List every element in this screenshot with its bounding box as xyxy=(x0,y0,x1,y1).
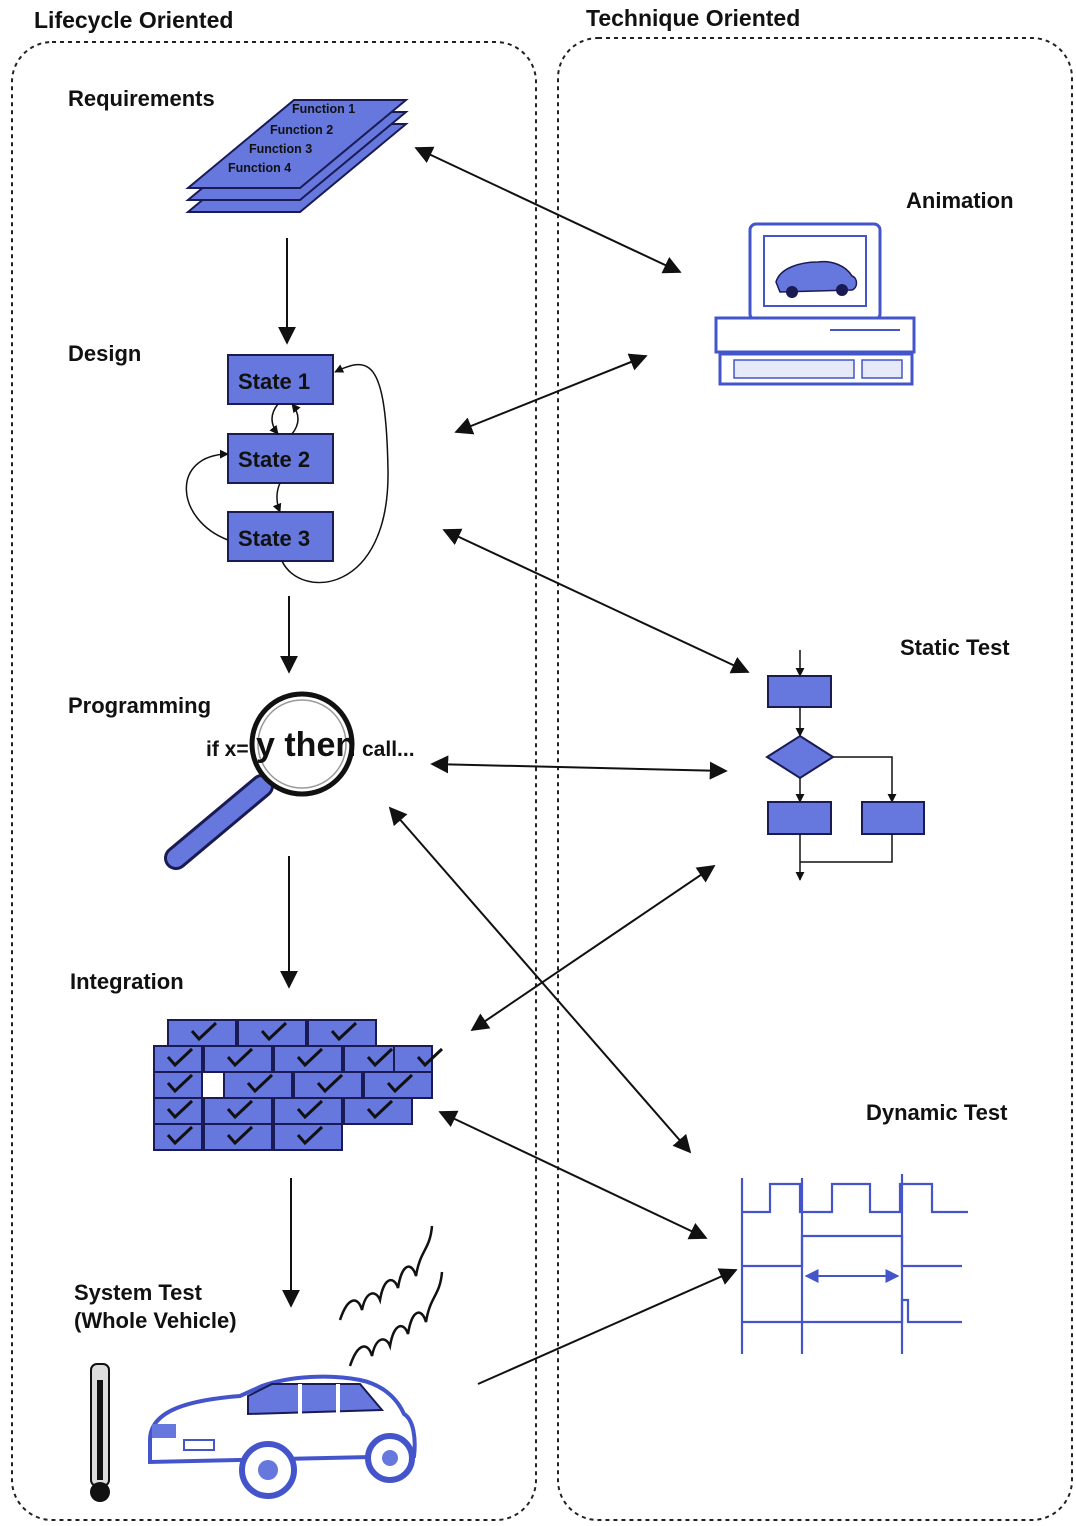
code-suffix-text: call... xyxy=(362,738,415,761)
thermometer-icon xyxy=(90,1363,110,1502)
function-4-label: Function 4 xyxy=(228,161,291,175)
arrow-system-dynamic-test xyxy=(477,1268,738,1385)
car-icon xyxy=(148,1374,417,1499)
flowchart-icon xyxy=(765,650,925,881)
timing-diagram-icon xyxy=(740,1174,968,1354)
connector-arrows xyxy=(388,146,750,1385)
function-2-label: Function 2 xyxy=(270,123,333,137)
technique-panel xyxy=(557,37,1073,1521)
state-2-label: State 2 xyxy=(238,447,310,472)
lifecycle-heading: Lifecycle Oriented xyxy=(34,7,233,33)
magnifier-icon xyxy=(164,691,355,870)
brick-wall-icon xyxy=(153,1019,444,1151)
vibration-waves-icon xyxy=(338,1225,444,1367)
state-machine xyxy=(185,354,389,584)
requirements-label: Requirements xyxy=(68,86,215,111)
technique-heading: Technique Oriented xyxy=(586,5,800,31)
arrow-requirements-animation xyxy=(414,146,682,274)
requirements-sheets-icon xyxy=(185,99,409,213)
dynamic-test-label: Dynamic Test xyxy=(866,1100,1008,1125)
state-1-box xyxy=(227,354,334,405)
arrow-programming-static-test xyxy=(430,755,728,780)
design-label: Design xyxy=(68,341,141,366)
programming-label: Programming xyxy=(68,693,211,718)
arrow-integration-dynamic-test xyxy=(438,1110,708,1240)
arrow-design-static-test xyxy=(442,528,750,674)
system-test-label: System Test xyxy=(74,1280,203,1305)
function-1-label: Function 1 xyxy=(292,102,355,116)
arrow-integration-static-test xyxy=(470,864,716,1032)
code-prefix-text: if x= xyxy=(206,738,249,761)
arrow-design-animation xyxy=(454,353,648,435)
computer-icon xyxy=(714,222,916,386)
code-magnified-text: y then xyxy=(256,726,356,764)
state-3-label: State 3 xyxy=(238,526,310,551)
system-test-sublabel: (Whole Vehicle) xyxy=(74,1308,237,1333)
static-test-label: Static Test xyxy=(900,635,1010,660)
state-1-label: State 1 xyxy=(238,369,310,394)
function-3-label: Function 3 xyxy=(249,142,312,156)
arrow-programming-dynamic-test xyxy=(388,806,692,1154)
integration-label: Integration xyxy=(70,969,184,994)
animation-label: Animation xyxy=(906,188,1014,213)
